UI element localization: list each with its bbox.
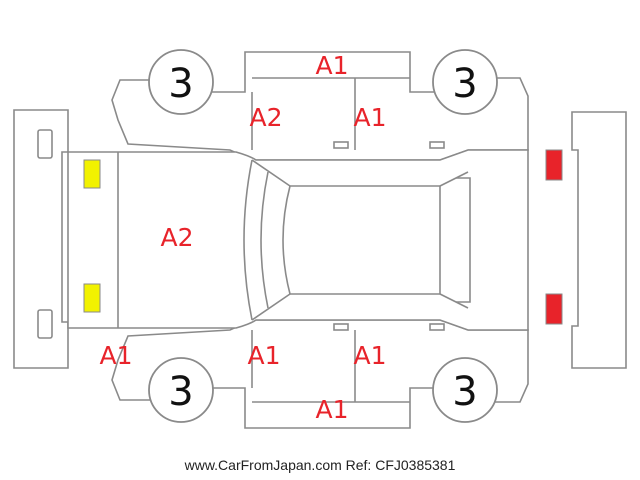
wheel-bottom-right: 3 <box>432 357 498 423</box>
wheel-bottom-right-grade: 3 <box>452 369 477 415</box>
rear-bumper <box>571 111 627 369</box>
grade-lower-front-corner: A1 <box>99 341 132 370</box>
wheel-top-right-grade: 3 <box>452 61 477 107</box>
wheel-top-right: 3 <box>432 49 498 115</box>
wheel-bottom-left-grade: 3 <box>168 369 193 415</box>
front-light-top <box>83 159 101 189</box>
wheel-bottom-left: 3 <box>148 357 214 423</box>
grade-hood: A2 <box>160 223 193 252</box>
grade-lower-right-door: A1 <box>353 341 386 370</box>
car-top-view <box>67 149 529 331</box>
wheel-top-left-grade: 3 <box>168 61 193 107</box>
front-light-bottom <box>83 283 101 313</box>
grade-bottom-panel: A1 <box>315 395 348 424</box>
rear-light-bottom <box>545 293 563 325</box>
front-bumper <box>13 109 69 369</box>
grade-upper-left-door: A2 <box>249 103 282 132</box>
car-side-bottom <box>111 319 529 429</box>
grade-upper-right-door: A1 <box>353 103 386 132</box>
grade-lower-left-door: A1 <box>247 341 280 370</box>
footer-reference: www.CarFromJapan.com Ref: CFJ0385381 <box>184 457 456 473</box>
car-side-top <box>111 51 529 161</box>
wheel-top-left: 3 <box>148 49 214 115</box>
rear-light-top <box>545 149 563 181</box>
grade-top-panel: A1 <box>315 51 348 80</box>
